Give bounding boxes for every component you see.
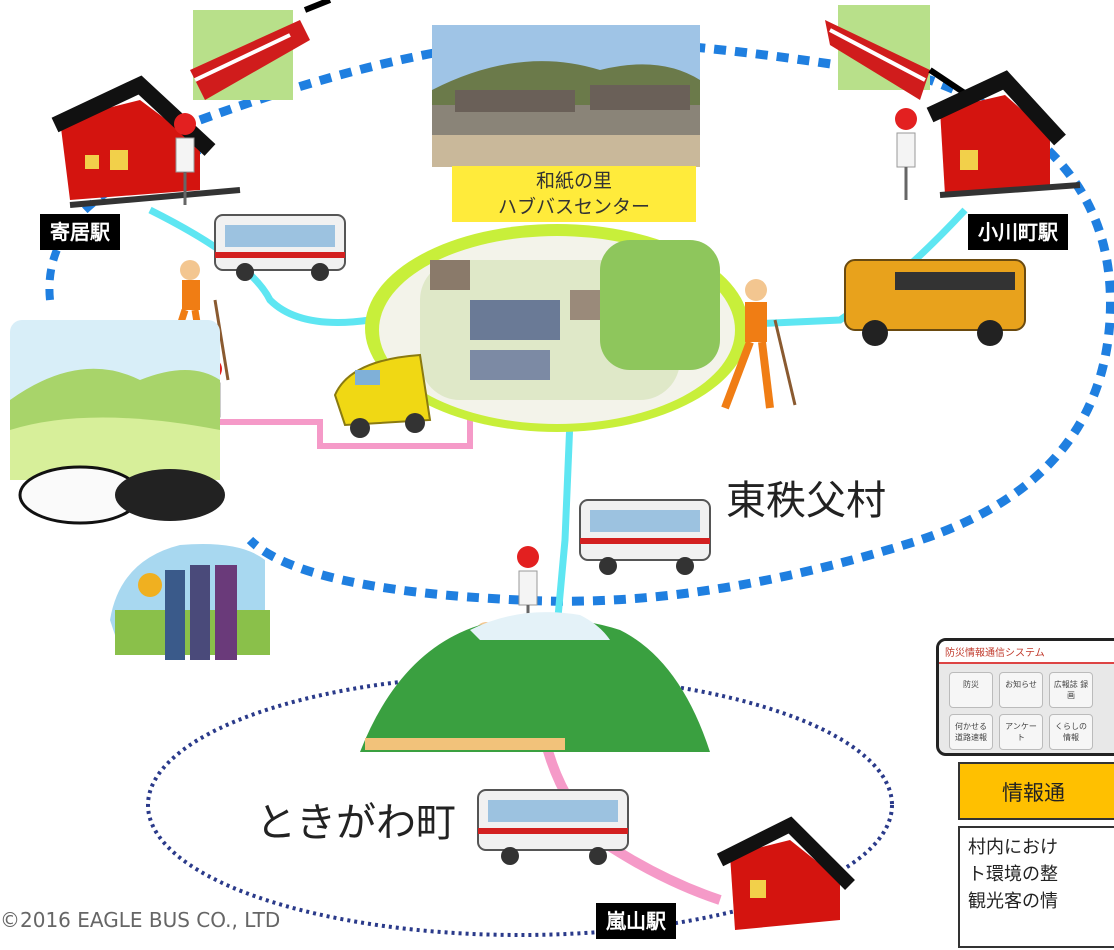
station-label-arashiyama: 嵐山駅	[596, 903, 676, 939]
yorii-station-building	[51, 75, 241, 208]
tablet-button: くらしの 情報	[1049, 714, 1093, 750]
tablet-button: 何かせる 道路速報	[949, 714, 993, 750]
train-illustration-left	[190, 0, 332, 100]
hiker-illustration-right	[721, 279, 797, 410]
mountain-illustration	[360, 612, 710, 752]
van-illustration	[333, 353, 432, 438]
copyright-text: ©2016 EAGLE BUS CO., LTD	[0, 908, 281, 932]
school-bus-illustration	[844, 259, 1026, 346]
tablet-screen-image: 防災情報通信システム 防災 お知らせ 広報誌 録画 何かせる 道路速報 アンケー…	[936, 638, 1114, 756]
farm-pink-route	[210, 402, 473, 449]
info-panel: 防災情報通信システム 防災 お知らせ 広報誌 録画 何かせる 道路速報 アンケー…	[930, 632, 1114, 950]
ogawamachi-station-building	[926, 70, 1081, 198]
station-label-ogawamachi: 小川町駅	[968, 214, 1068, 250]
tablet-title: 防災情報通信システム	[939, 641, 1114, 664]
area-label-tokigawa: ときがわ町	[256, 800, 456, 846]
area-label-higashichichibu: 東秩父村	[726, 478, 886, 524]
hub-label-line-2: ハブバスセンター	[497, 196, 650, 218]
bus-illustration-lower	[477, 789, 629, 865]
tablet-button: 広報誌 録画	[1049, 672, 1093, 708]
hub-label-line-1: 和紙の里	[535, 170, 612, 192]
bus-stop-yorii	[174, 113, 196, 205]
bus-illustration-upper	[214, 214, 346, 281]
farm-scene-illustration	[10, 320, 225, 525]
cow-illustration-2	[115, 469, 225, 521]
train-illustration-right	[825, 5, 977, 103]
arashiyama-station-building	[716, 816, 855, 930]
hub-center-photo	[432, 25, 700, 167]
yorii-hub-route	[148, 206, 371, 326]
tablet-button: アンケート	[999, 714, 1043, 750]
info-panel-body: 村内におけ ト環境の整 観光客の情	[958, 826, 1114, 948]
tokigawa-loop-route	[146, 673, 894, 937]
tablet-button: お知らせ	[999, 672, 1043, 708]
info-body-line-3: 観光客の情	[968, 891, 1058, 912]
hub-center-label: 和紙の里 ハブバスセンター	[452, 166, 696, 222]
west-loop-route	[45, 146, 202, 301]
info-panel-title: 情報通	[958, 762, 1114, 820]
bus-stop-ogawamachi	[895, 108, 917, 200]
tablet-button: 防災	[949, 672, 993, 708]
tablet-button-grid: 防災 お知らせ 広報誌 録画 何かせる 道路速報 アンケート くらしの 情報	[939, 664, 1114, 753]
info-body-line-1: 村内におけ	[968, 837, 1058, 858]
hiker-group-illustration	[110, 544, 270, 660]
station-label-yorii: 寄居駅	[40, 214, 120, 250]
info-body-line-2: ト環境の整	[968, 864, 1058, 885]
hub-village-illustration	[420, 240, 720, 400]
bus-illustration-middle	[579, 499, 711, 575]
